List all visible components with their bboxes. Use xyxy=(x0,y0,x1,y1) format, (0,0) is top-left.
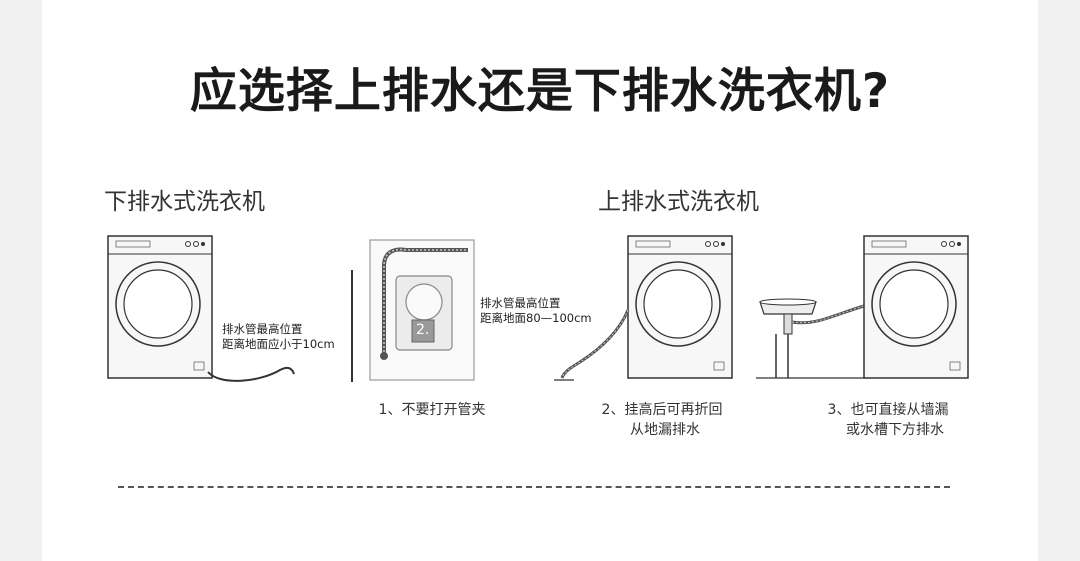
drain-hose-floor xyxy=(554,309,630,381)
washer-front-bottom-drain xyxy=(107,235,213,379)
bottom-drain-note: 排水管最高位置 距离地面应小于10cm xyxy=(222,322,335,351)
panel-number: 2. xyxy=(416,322,430,338)
dashed-divider xyxy=(118,486,950,488)
bottom-drain-label: 下排水式洗衣机 xyxy=(104,189,265,215)
washer-front-floor-drain xyxy=(627,235,733,379)
washer-front-sink-drain xyxy=(863,235,969,379)
caption-step-3: 3、也可直接从墙漏 或水槽下方排水 xyxy=(827,402,949,438)
page-title: 应选择上排水还是下排水洗衣机? xyxy=(189,64,891,119)
top-drain-note: 排水管最高位置 距离地面80—100cm xyxy=(480,296,592,325)
top-drain-label: 上排水式洗衣机 xyxy=(598,189,759,215)
sink-with-drain xyxy=(756,298,866,379)
caption-step-2: 2、挂高后可再折回 从地漏排水 xyxy=(601,402,723,438)
washer-back-view xyxy=(351,239,475,382)
drain-hose-low xyxy=(207,366,295,382)
caption-step-1: 1、不要打开管夹 xyxy=(378,402,486,418)
